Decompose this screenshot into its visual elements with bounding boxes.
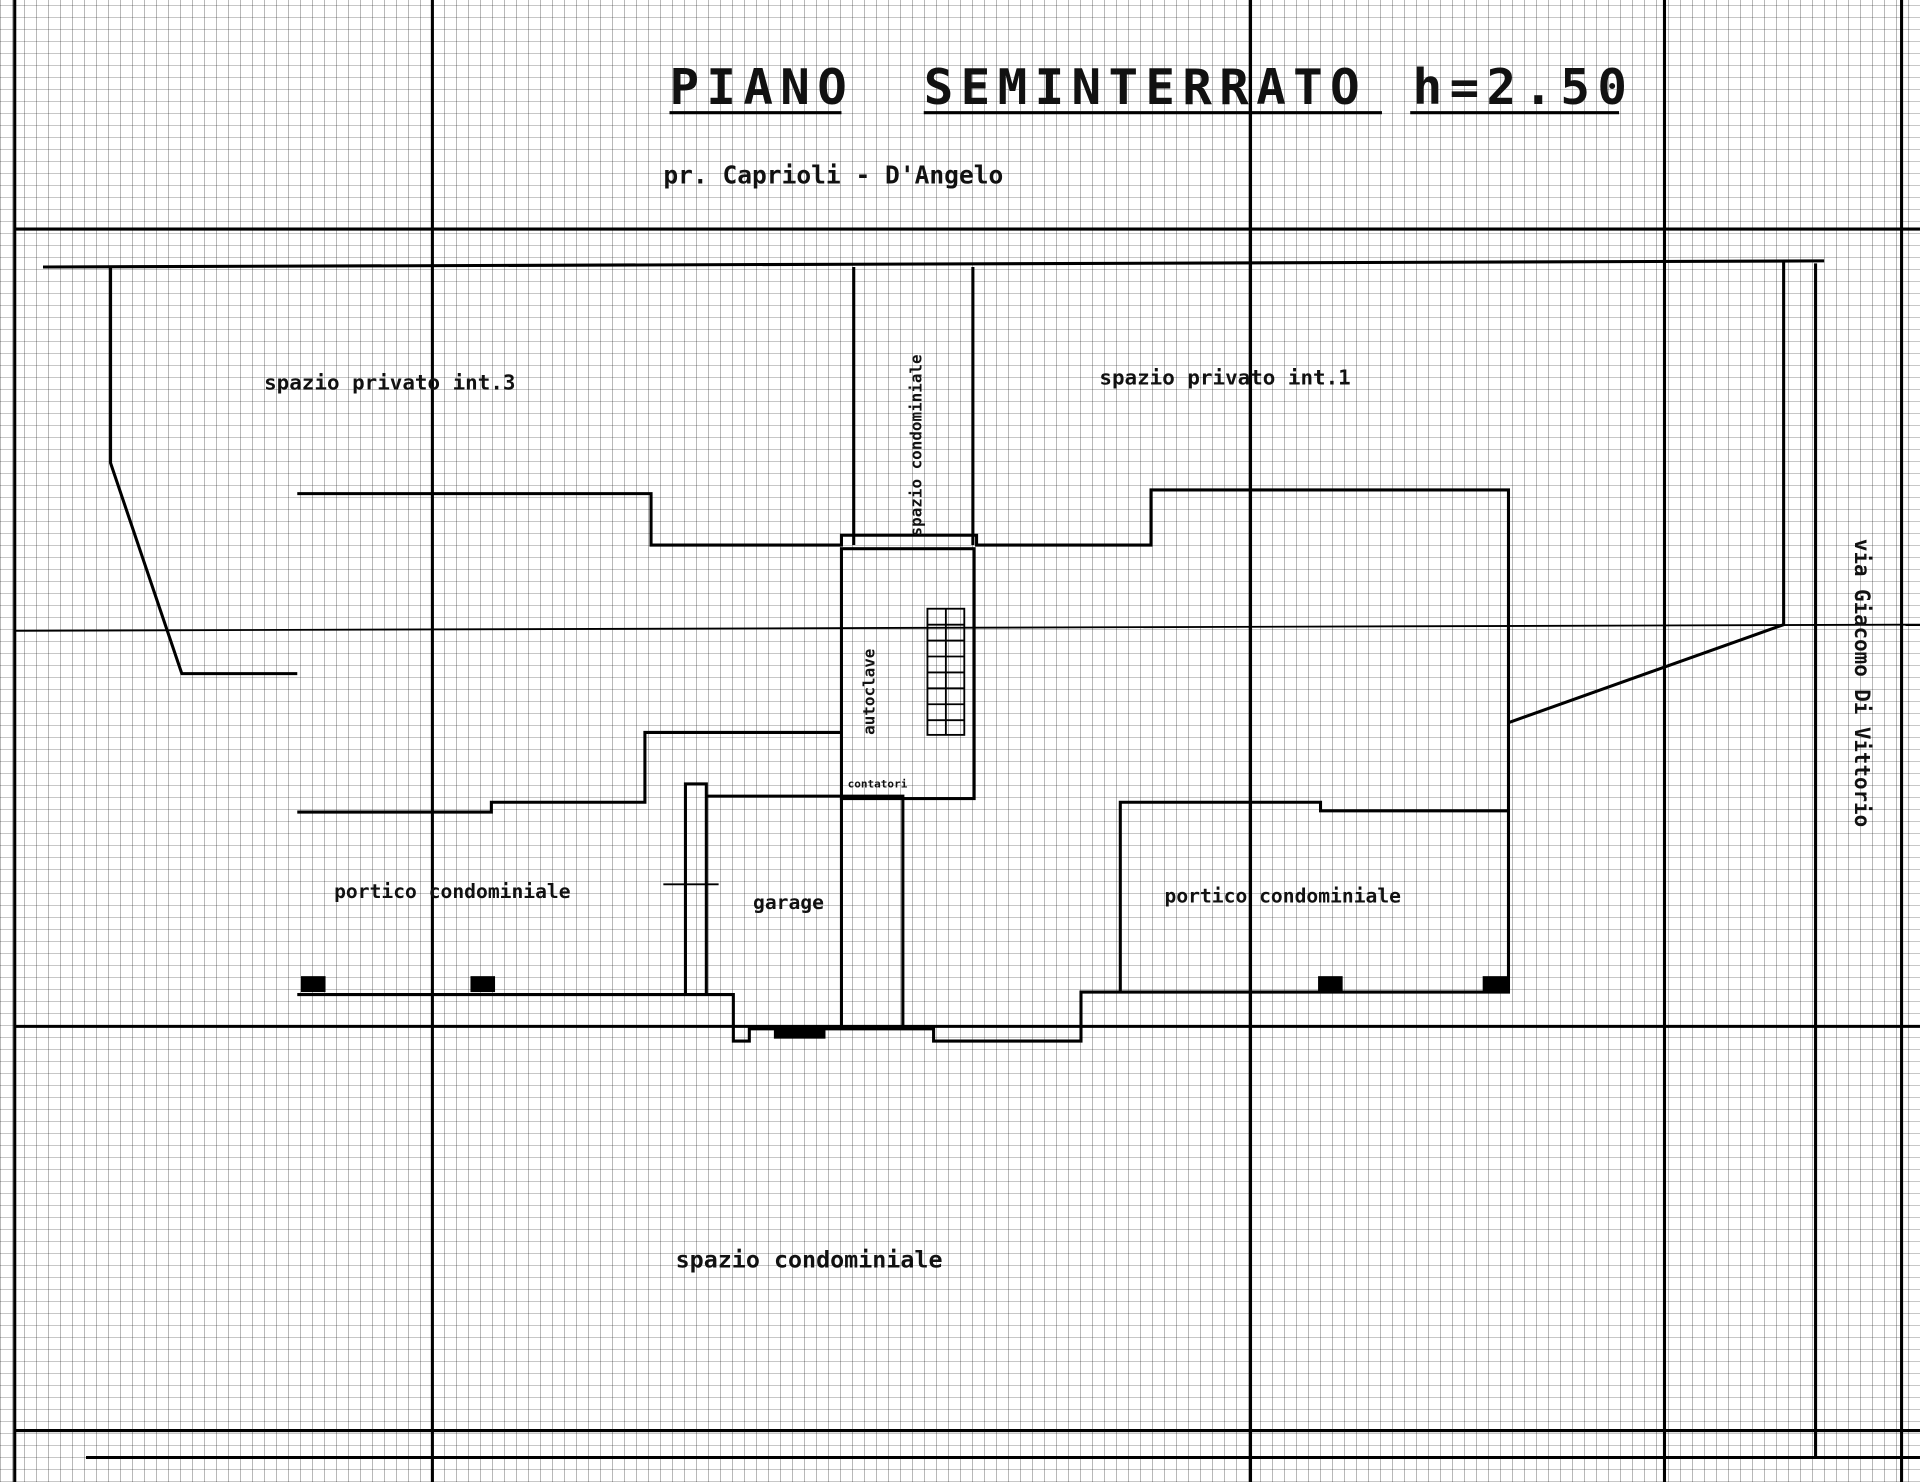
pillars: [300, 976, 1508, 1039]
interior-partitions: [297, 730, 1509, 1029]
label-portico-right: portico condominiale: [1165, 885, 1401, 908]
title-height: h=2.50: [1413, 58, 1635, 116]
heavy-grid-lines: [13, 0, 1920, 1482]
label-private-space-int3: spazio privato int.3: [264, 371, 515, 395]
stair-core: [839, 547, 976, 801]
label-garage: garage: [753, 891, 824, 914]
street-label: via Giacomo Di Vittorio: [1850, 539, 1874, 827]
label-autoclave: autoclave: [860, 649, 879, 735]
building-outline: [297, 488, 1511, 1043]
property-boundaries: [42, 259, 1825, 725]
label-portico-left: portico condominiale: [334, 880, 570, 903]
label-meters: contatori: [848, 778, 908, 791]
owners-label: pr. Caprioli - D'Angelo: [663, 161, 1003, 190]
label-common-corridor: spazio condominiale: [906, 354, 925, 536]
title-piano: PIANO: [669, 58, 854, 116]
label-common-space: spazio condominiale: [676, 1247, 943, 1274]
label-private-space-int1: spazio privato int.1: [1099, 366, 1350, 390]
title-floor: SEMINTERRATO: [924, 58, 1367, 116]
